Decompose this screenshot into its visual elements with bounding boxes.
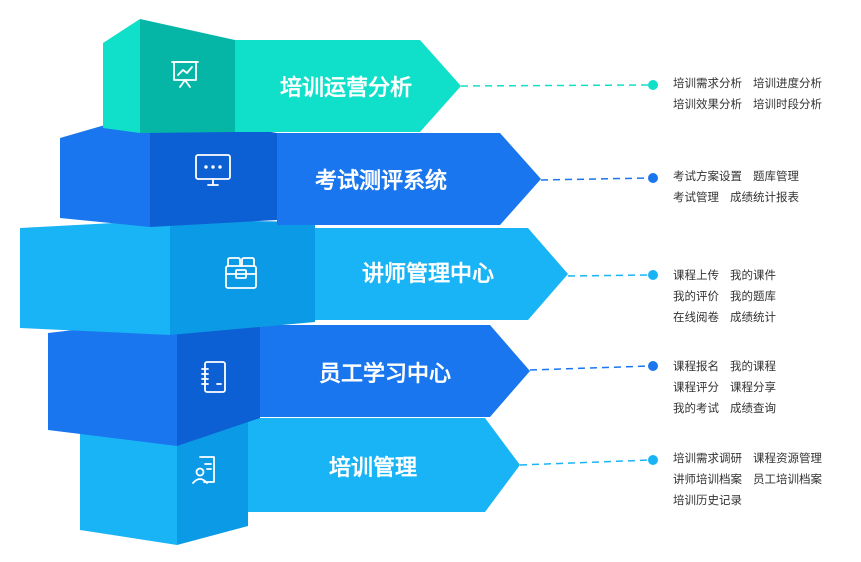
feature-line: 培训效果分析 培训时段分析 (673, 97, 822, 111)
feature-line: 培训需求调研 课程资源管理 (673, 451, 822, 465)
module-1-connector (460, 84, 651, 87)
module-3-connector (567, 274, 651, 277)
feature-line: 我的评价 我的题库 (673, 289, 776, 303)
module-4-connector (529, 365, 651, 371)
module-2-left-face (60, 112, 150, 227)
module-training-management: 培训管理 (80, 410, 658, 545)
module-1-front-face (140, 19, 235, 133)
module-3-dot (648, 270, 658, 280)
module-3-left-face (20, 220, 170, 335)
feature-line: 考试管理 成绩统计报表 (673, 190, 799, 204)
briefcase-icon (225, 257, 257, 289)
module-3-title: 讲师管理中心 (362, 261, 494, 287)
feature-line: 考试方案设置 题库管理 (673, 169, 799, 183)
module-2-title: 考试测评系统 (315, 168, 447, 194)
module-2-dot (648, 173, 658, 183)
module-4-front-face (177, 318, 260, 446)
module-3-arrow (315, 228, 568, 320)
presentation-icon (171, 61, 199, 88)
notebook-icon (201, 361, 226, 393)
module-4-features: 课程报名 我的课程 课程评分 课程分享 我的考试 成绩查询 (673, 356, 776, 419)
module-5-features: 培训需求调研 课程资源管理 讲师培训档案 员工培训档案 培训历史记录 (673, 448, 822, 511)
module-4-dot (648, 361, 658, 371)
feature-line: 讲师培训档案 员工培训档案 (673, 472, 822, 486)
feature-line: 培训需求分析 培训进度分析 (673, 76, 822, 90)
module-instructor-management: 讲师管理中心 (20, 220, 658, 335)
module-5-connector (519, 459, 651, 466)
module-2-features: 考试方案设置 题库管理 考试管理 成绩统计报表 (673, 166, 799, 208)
feature-line: 课程上传 我的课件 (673, 268, 776, 282)
module-2-arrow (277, 133, 541, 225)
module-1-features: 培训需求分析 培训进度分析 培训效果分析 培训时段分析 (673, 73, 822, 115)
module-2-front-face (150, 112, 277, 227)
module-1-arrow (235, 40, 461, 132)
feature-line: 培训历史记录 (673, 493, 742, 507)
module-exam-system: 考试测评系统 (60, 112, 658, 227)
module-5-title: 培训管理 (329, 455, 417, 481)
module-2-connector (540, 177, 651, 181)
feature-line: 课程评分 课程分享 (673, 380, 776, 394)
module-5-left-face (80, 410, 177, 545)
module-training-analysis: 培训运营分析 (103, 19, 658, 133)
module-4-arrow (260, 325, 530, 417)
module-3-features: 课程上传 我的课件 我的评价 我的题库 在线阅卷 成绩统计 (673, 265, 776, 328)
monitor-icon (195, 154, 231, 186)
user-document-icon (192, 456, 215, 484)
module-1-dot (648, 80, 658, 90)
module-1-left-face (103, 19, 140, 133)
module-employee-learning: 员工学习中心 (48, 318, 658, 446)
module-4-left-face (48, 318, 177, 446)
module-4-title: 员工学习中心 (319, 361, 451, 387)
module-1-title: 培训运营分析 (280, 75, 412, 101)
module-5-dot (648, 455, 658, 465)
module-5-front-face (177, 410, 248, 545)
feature-line: 在线阅卷 成绩统计 (673, 310, 776, 324)
feature-line: 我的考试 成绩查询 (673, 401, 776, 415)
module-5-arrow (248, 418, 520, 512)
feature-line: 课程报名 我的课程 (673, 359, 776, 373)
